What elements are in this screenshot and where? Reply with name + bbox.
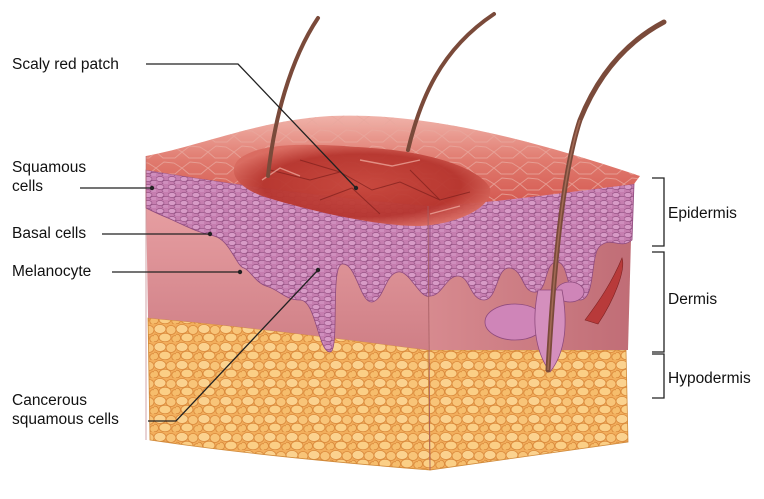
label-squamous-cells-line1: Squamous [12,158,86,177]
label-hypodermis: Hypodermis [668,369,751,388]
label-squamous-cells-line2: cells [12,177,86,196]
bracket-epidermis [652,178,664,246]
label-melanocyte: Melanocyte [12,262,91,281]
label-basal-cells: Basal cells [12,224,86,243]
label-epidermis: Epidermis [668,204,737,223]
label-dermis: Dermis [668,290,717,309]
bracket-dermis [652,252,664,352]
label-cancerous-line1: Cancerous [12,391,119,410]
label-cancerous-line2: squamous cells [12,410,119,429]
label-cancerous-squamous-cells: Cancerous squamous cells [12,391,119,429]
label-scaly-red-patch: Scaly red patch [12,55,119,74]
hypodermis-side [428,350,628,470]
bracket-hypodermis [652,354,664,398]
label-squamous-cells: Squamous cells [12,158,86,196]
